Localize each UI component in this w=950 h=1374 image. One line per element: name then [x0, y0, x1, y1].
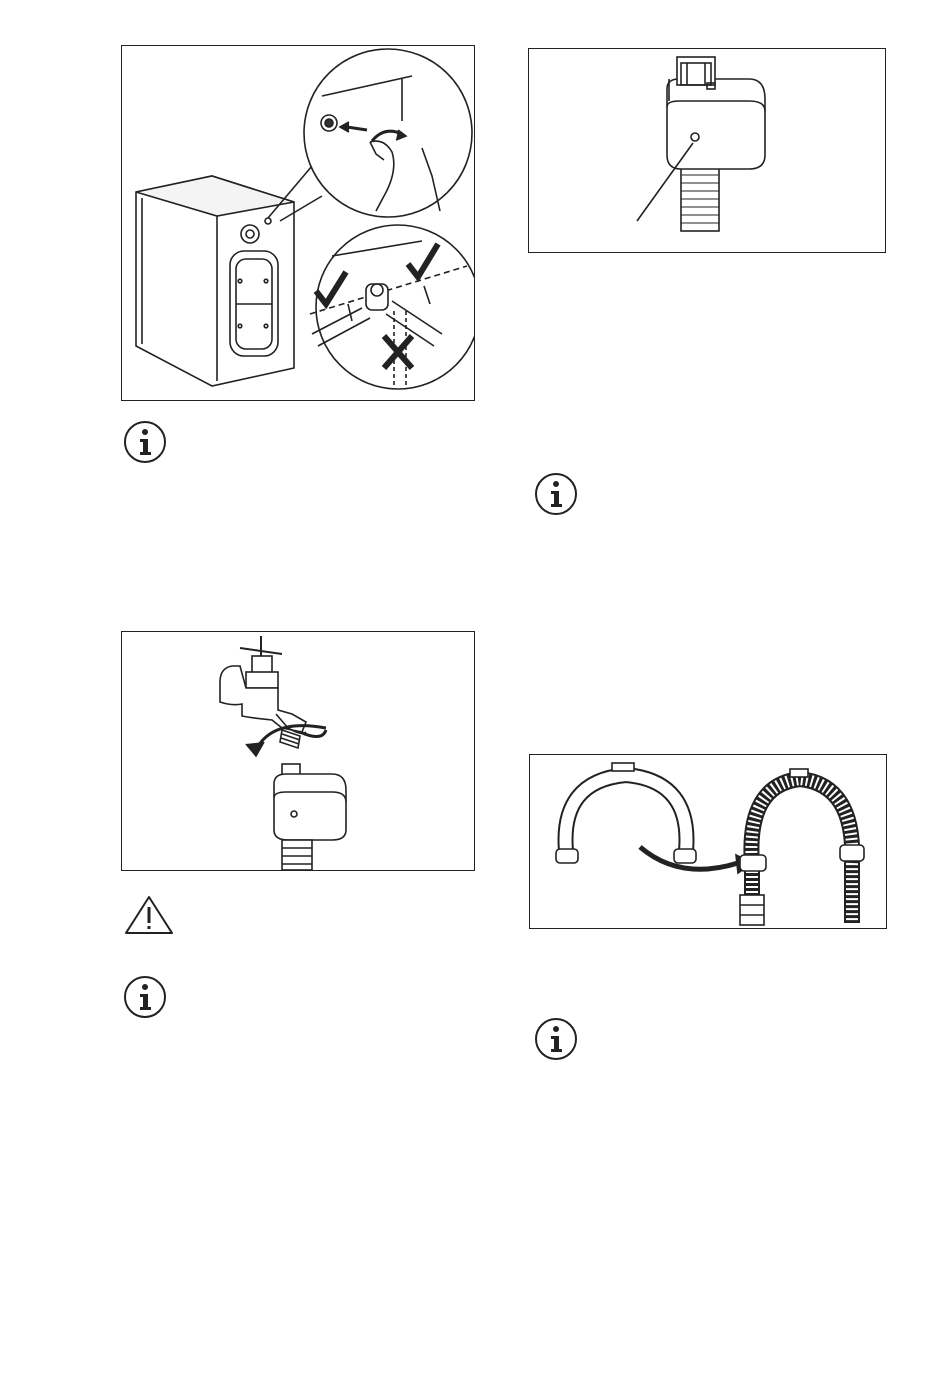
info-icon — [123, 420, 167, 469]
info-icon — [534, 1017, 578, 1066]
warning-triangle-icon — [124, 895, 174, 940]
info-icon — [534, 472, 578, 521]
water-tap-icon — [122, 632, 474, 870]
safety-valve-figure — [528, 48, 886, 253]
info-icon — [123, 975, 167, 1024]
hose-guide-icon — [530, 755, 886, 928]
tap-connection-figure — [121, 631, 475, 871]
washing-machine-icon — [122, 46, 474, 400]
safety-valve-icon — [529, 49, 885, 252]
washer-inlet-hose-figure — [121, 45, 475, 401]
hose-guide-figure — [529, 754, 887, 929]
